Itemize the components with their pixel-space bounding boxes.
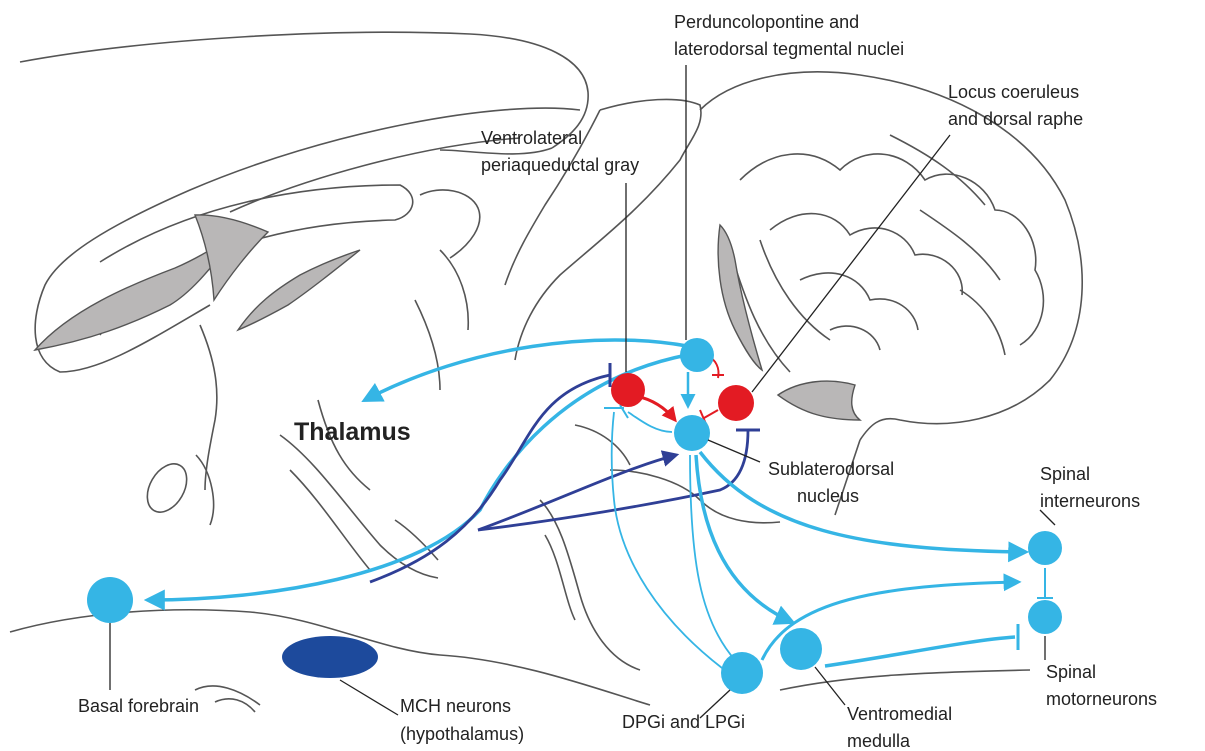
sld-label-line1: Sublaterodorsal — [768, 459, 894, 479]
sld-to-vlpag-inhibition — [628, 412, 672, 432]
lc-dr-node — [718, 385, 754, 421]
vlpag-label-line1: Ventrolateral — [481, 128, 582, 148]
spinal-motorneurons-label-line1: Spinal — [1046, 662, 1096, 682]
vm-label-line1: Ventromedial — [847, 704, 952, 724]
mch-label-line1: MCH neurons — [400, 696, 511, 716]
thalamus-label: Thalamus — [294, 418, 411, 446]
spinal-interneurons-label-line2: interneurons — [1040, 491, 1140, 511]
sld-node — [674, 415, 710, 451]
sld-label-line2: nucleus — [797, 486, 859, 506]
mch-node — [282, 636, 378, 678]
vlpag-node — [611, 373, 645, 407]
spinal-interneurons-label-line1: Spinal — [1040, 464, 1090, 484]
ppt-to-basal-forebrain-arrow — [148, 355, 687, 600]
lc-dr-label-line2: and dorsal raphe — [948, 109, 1083, 129]
mch-label-line2: (hypothalamus) — [400, 724, 524, 744]
ppt-ldt-label-line2: laterodorsal tegmental nuclei — [674, 39, 904, 59]
projections — [148, 340, 1053, 668]
vlpag-label-line2: periaqueductal gray — [481, 155, 639, 175]
lc-dr-label-line1: Locus coeruleus — [948, 82, 1079, 102]
spinal-motorneurons-node — [1028, 600, 1062, 634]
ventromedial-medulla-node — [780, 628, 822, 670]
lc-to-sld-inhibition — [704, 410, 718, 418]
spinal-interneurons-node — [1028, 531, 1062, 565]
ppt-ldt-node — [680, 338, 714, 372]
ppt-ldt-label-line1: Perduncolopontine and — [674, 12, 859, 32]
sld-to-vm-arrow — [696, 455, 792, 622]
spinal-motorneurons-label-line2: motorneurons — [1046, 689, 1157, 709]
dpgi-to-vlpag-inhibition — [612, 412, 722, 668]
basal-forebrain-node — [87, 577, 133, 623]
vm-to-spinal-motor-inhibition — [825, 637, 1015, 666]
dpgi-lpgi-label: DPGi and LPGi — [622, 712, 745, 732]
vm-label-line2: medulla — [847, 731, 911, 751]
mch-to-vlpag-inhibition — [370, 375, 610, 582]
basal-forebrain-label: Basal forebrain — [78, 696, 199, 716]
dpgi-lpgi-node — [721, 652, 763, 694]
